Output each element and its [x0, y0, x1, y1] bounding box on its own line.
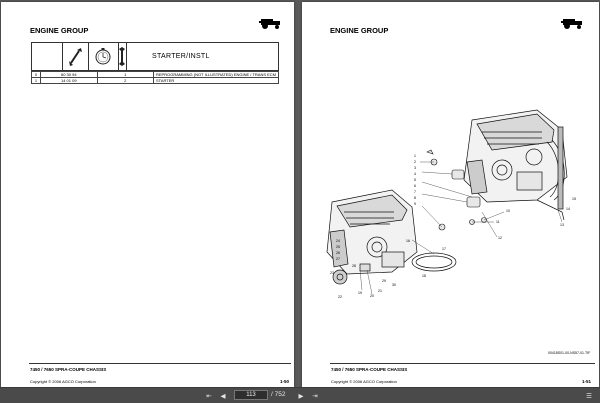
description: REPROGRAMMING (NOT ILLUSTRATED) ENGINE /…	[152, 71, 280, 78]
viewer-toolbar: ⇤ ◀ 113 / 752 ▶ ⇥ ☰	[0, 387, 600, 403]
tractor-logo-icon	[259, 19, 280, 29]
tractor-logo-icon	[561, 19, 582, 29]
copyright: Copyright © 2006 AGCO Corporation	[331, 379, 397, 384]
header-cell-quantity	[88, 43, 119, 70]
callout-number: 22	[338, 295, 342, 299]
callout-number: 8	[414, 196, 416, 200]
callout-number: 18	[422, 274, 426, 278]
stopwatch-icon	[95, 48, 111, 65]
callout-number: 16	[406, 239, 410, 243]
table-row: 1 14 01 09 2 STARTER	[31, 77, 280, 84]
header-cell-blank	[32, 43, 63, 70]
header-cell-tool	[62, 43, 89, 70]
callout-number: 27	[336, 257, 340, 261]
callout-number: 29	[382, 279, 386, 283]
callout-number: 2	[414, 160, 416, 164]
figure-code: 00418S01-00-NS57-01.TIF	[548, 351, 591, 355]
callout-number: 5	[414, 178, 416, 182]
callout-number: 4	[414, 172, 416, 176]
callout-number: 9	[414, 202, 416, 206]
callout-number: 7	[414, 190, 416, 194]
current-page: 113	[246, 392, 256, 398]
callout-number: 10	[506, 209, 510, 213]
right-page: ENGINE GROUP	[302, 2, 599, 387]
footer-chassis: 7450 / 7650 SPRA-COUPE CHASSIS	[331, 367, 408, 372]
footer-divider	[29, 363, 291, 364]
footer-divider	[330, 363, 595, 364]
callout-number: 26	[336, 251, 340, 255]
callout-number: 12	[498, 236, 502, 240]
callout-number: 25	[336, 245, 340, 249]
last-page-icon[interactable]: ⇥	[312, 392, 318, 400]
callout-number: 11	[496, 220, 500, 224]
copyright: Copyright © 2006 AGCO Corporation	[30, 379, 96, 384]
page-number-input[interactable]: 113	[234, 390, 268, 400]
first-page-icon[interactable]: ⇤	[206, 392, 212, 400]
page-number: 1-51	[582, 379, 592, 384]
left-page: ENGINE GROUP	[1, 2, 294, 387]
part-number: 14 01 09	[39, 77, 98, 84]
table-row: 0 60 30 94 1 REPROGRAMMING (NOT ILLUSTRA…	[31, 71, 280, 78]
callout-number: 19	[358, 291, 362, 295]
callout-number: 30	[392, 283, 396, 287]
callout-numbers: 1 2 3 4 5 6 7 8 9 10 11 12 13 14 15 16 1…	[330, 154, 576, 299]
next-page-icon[interactable]: ▶	[298, 392, 304, 400]
callout-number: 6	[414, 184, 416, 188]
callout-number: 13	[560, 223, 564, 227]
callout-number: 15	[572, 197, 576, 201]
wrench-pencil-icon	[69, 48, 82, 66]
callout-number: 3	[414, 166, 416, 170]
callout-number: 1	[414, 154, 416, 158]
previous-page-icon[interactable]: ◀	[220, 392, 226, 400]
engine-exploded-diagram: 1 2 3 4 5 6 7 8 9 10 11 12 13 14 15 16 1…	[326, 109, 576, 299]
quantity: 2	[96, 77, 154, 84]
wrench-icon	[119, 47, 125, 66]
parts-table: 0 60 30 94 1 REPROGRAMMING (NOT ILLUSTRA…	[31, 71, 280, 84]
callout-number: 23	[330, 271, 334, 275]
item-index: 1	[31, 77, 41, 84]
description: STARTER	[152, 77, 280, 84]
group-title: ENGINE GROUP	[330, 26, 389, 35]
callout-number: 14	[566, 207, 570, 211]
page-number: 1-50	[280, 379, 290, 384]
callout-number: 28	[352, 264, 356, 268]
callout-number: 24	[336, 239, 340, 243]
menu-icon[interactable]: ☰	[586, 392, 592, 400]
header-cell-wrench	[118, 43, 127, 70]
callout-number: 20	[370, 294, 374, 298]
group-title: ENGINE GROUP	[30, 26, 89, 35]
callout-number: 17	[442, 247, 446, 251]
engine-lower-illustration	[326, 189, 457, 285]
engine-upper-illustration	[463, 109, 568, 221]
total-pages: / 752	[271, 391, 286, 398]
leader-lines	[359, 161, 563, 295]
footer-chassis: 7450 / 7650 SPRA-COUPE CHASSIS	[30, 367, 107, 372]
callout-number: 21	[378, 289, 382, 293]
section-title: STARTER/INSTL	[152, 53, 210, 60]
parts-header-box: STARTER/INSTL	[31, 42, 279, 71]
